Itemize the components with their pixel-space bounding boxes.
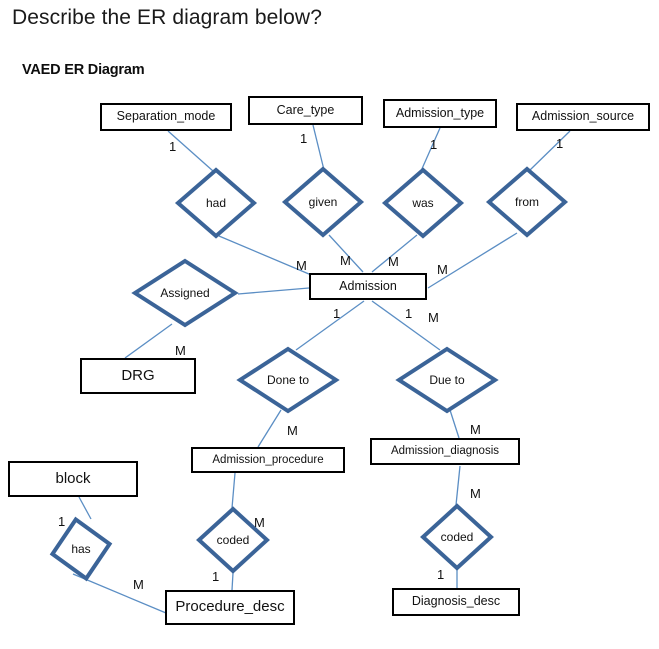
- connector-assigned-to-drg: [124, 323, 173, 359]
- cardinality-admission-due_to-2: M: [428, 310, 439, 325]
- connector-was-to-admission: [371, 234, 418, 273]
- relationship-due_to[interactable]: Due to: [395, 346, 499, 414]
- relationship-assigned[interactable]: Assigned: [131, 258, 239, 328]
- cardinality-separation_mode-had: 1: [169, 139, 177, 154]
- connector-done_to-to-admission_procedure: [257, 409, 282, 448]
- relationship-given[interactable]: given: [281, 166, 365, 238]
- relationship-coded_right[interactable]: coded: [420, 503, 494, 571]
- cardinality-was-admission: M: [388, 254, 399, 269]
- diamond-shape: [131, 258, 239, 328]
- cardinality-care_type-given: 1: [300, 131, 308, 146]
- relationship-was[interactable]: was: [381, 167, 465, 239]
- diamond-shape: [196, 506, 270, 574]
- relationship-had[interactable]: had: [174, 167, 258, 239]
- diamond-shape: [49, 516, 113, 582]
- cardinality-assigned-drg: M: [175, 343, 186, 358]
- cardinality-given-admission: M: [340, 253, 351, 268]
- diamond-shape: [174, 167, 258, 239]
- connector-admission-to-done_to: [295, 300, 365, 351]
- entity-diagnosis_desc[interactable]: Diagnosis_desc: [392, 588, 520, 616]
- diamond-shape: [395, 346, 499, 414]
- entity-admission_source[interactable]: Admission_source: [516, 103, 650, 131]
- entity-admission_type[interactable]: Admission_type: [383, 99, 497, 128]
- entity-care_type[interactable]: Care_type: [248, 96, 363, 125]
- diagram-title: VAED ER Diagram: [22, 62, 145, 78]
- connector-has-to-procedure_desc: [72, 573, 167, 614]
- connector-given-to-admission: [328, 234, 364, 273]
- cardinality-had-admission: M: [296, 258, 307, 273]
- connector-from-to-admission: [427, 232, 518, 289]
- connector-block-to-has: [78, 496, 92, 520]
- cardinality-from-admission: M: [437, 262, 448, 277]
- connector-admission_type-to-was: [420, 127, 441, 172]
- connector-separation_mode-to-had: [167, 130, 214, 172]
- entity-drg[interactable]: DRG: [80, 358, 196, 394]
- entity-procedure_desc[interactable]: Procedure_desc: [165, 590, 295, 625]
- connector-due_to-to-admission_diagnosis: [449, 409, 460, 439]
- entity-block[interactable]: block: [8, 461, 138, 497]
- cardinality-admission_diagnosis-coded_right: M: [470, 486, 481, 501]
- cardinality-admission_source-from: 1: [556, 136, 564, 151]
- cardinality-coded_right-diagnosis_desc: 1: [437, 567, 445, 582]
- connector-admission_procedure-to-coded_left: [231, 472, 236, 509]
- entity-admission_diagnosis[interactable]: Admission_diagnosis: [370, 438, 520, 465]
- connector-admission_source-to-from: [529, 130, 571, 171]
- connector-care_type-to-given: [312, 124, 325, 171]
- connector-assigned-to-admission: [237, 287, 310, 295]
- cardinality-due_to-admission_diagnosis: M: [470, 422, 481, 437]
- cardinality-admission-done_to: 1: [333, 306, 341, 321]
- cardinality-has-procedure_desc: M: [133, 577, 144, 592]
- entity-admission[interactable]: Admission: [309, 273, 427, 300]
- entity-separation_mode[interactable]: Separation_mode: [100, 103, 232, 131]
- cardinality-done_to-admission_procedure: M: [287, 423, 298, 438]
- connector-had-to-admission: [218, 235, 317, 278]
- connector-admission_diagnosis-to-coded_right: [455, 465, 461, 506]
- connector-coded_left-to-procedure_desc: [231, 572, 234, 591]
- diamond-shape: [381, 167, 465, 239]
- relationship-done_to[interactable]: Done to: [236, 346, 340, 414]
- page-title: Describe the ER diagram below?: [12, 6, 322, 29]
- entity-admission_procedure[interactable]: Admission_procedure: [191, 447, 345, 473]
- cardinality-block-has: 1: [58, 514, 66, 529]
- cardinality-admission_procedure-coded_left: M: [254, 515, 265, 530]
- diamond-shape: [281, 166, 365, 238]
- diamond-shape: [485, 166, 569, 238]
- diamond-shape: [420, 503, 494, 571]
- relationship-from[interactable]: from: [485, 166, 569, 238]
- connector-admission-to-due_to: [371, 300, 441, 351]
- cardinality-admission_type-was: 1: [430, 137, 438, 152]
- cardinality-coded_left-procedure_desc: 1: [212, 569, 220, 584]
- diamond-shape: [236, 346, 340, 414]
- cardinality-admission-due_to: 1: [405, 306, 413, 321]
